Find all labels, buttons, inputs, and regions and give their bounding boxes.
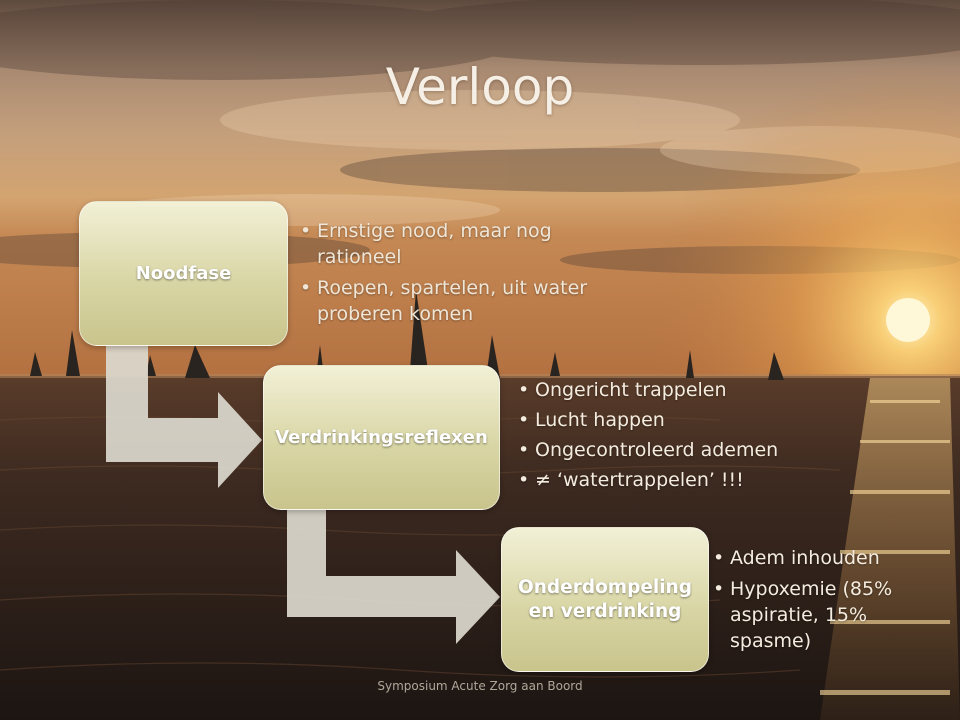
phase-label: Noodfase xyxy=(135,262,232,284)
phase-label: Verdrinkingsreflexen xyxy=(275,426,488,448)
phase-label: Onderdompeling en verdrinking xyxy=(518,576,692,622)
bullet-item: Roepen, spartelen, uit water proberen ko… xyxy=(300,275,600,327)
bullet-item: Lucht happen xyxy=(518,407,818,433)
phase-bullets-verdrinkingsreflexen: Ongericht trappelen Lucht happen Ongecon… xyxy=(518,377,818,497)
bullet-item: Hypoxemie (85% aspiratie, 15% spasme) xyxy=(713,576,903,654)
bullet-item: ≠ ‘watertrappelen’ !!! xyxy=(518,467,818,493)
phase-box-noodfase: Noodfase xyxy=(79,201,288,346)
phase-box-verdrinkingsreflexen: Verdrinkingsreflexen xyxy=(263,365,500,510)
phase-box-onderdompeling: Onderdompeling en verdrinking xyxy=(501,527,709,672)
bullet-item: Ernstige nood, maar nog rationeel xyxy=(300,218,600,270)
bullet-item: Ongericht trappelen xyxy=(518,377,818,403)
slide-title: Verloop xyxy=(385,58,575,116)
phase-bullets-onderdompeling: Adem inhouden Hypoxemie (85% aspiratie, … xyxy=(713,545,903,659)
bullet-item: Ongecontroleerd ademen xyxy=(518,437,818,463)
phase-bullets-noodfase: Ernstige nood, maar nog rationeel Roepen… xyxy=(300,218,600,332)
arrow-right-bent-icon xyxy=(287,505,500,644)
arrow-right-bent-icon xyxy=(106,340,262,488)
bullet-item: Adem inhouden xyxy=(713,545,903,571)
slide-footer: Symposium Acute Zorg aan Boord xyxy=(377,679,583,693)
